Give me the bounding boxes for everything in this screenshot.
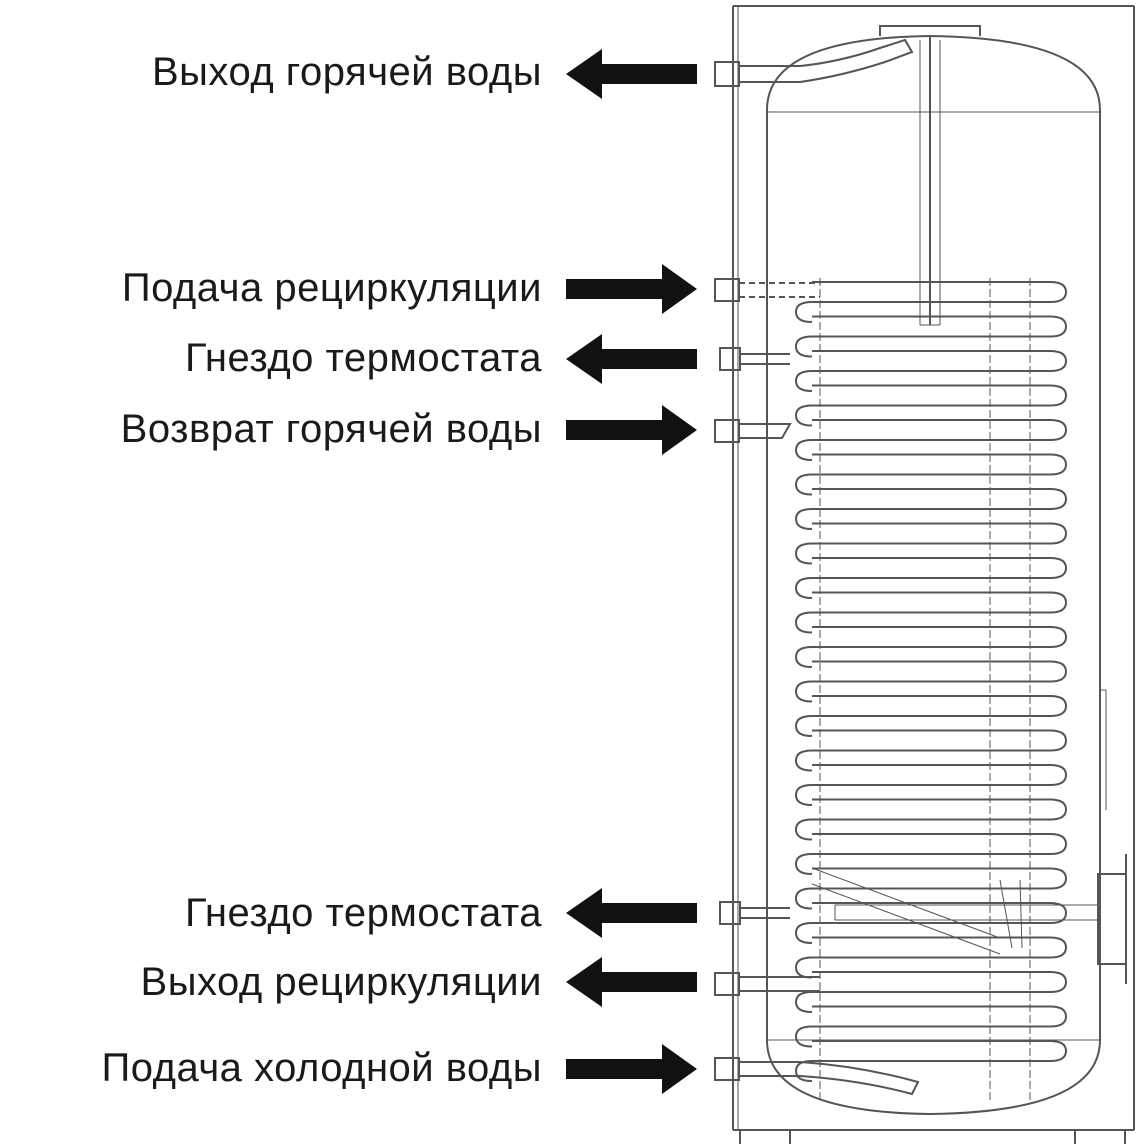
coil-loop bbox=[794, 384, 1068, 427]
coil-loop bbox=[794, 281, 1068, 323]
arrow-thermostat-socket-lower bbox=[566, 888, 697, 938]
arrows-group bbox=[566, 49, 697, 1094]
arrow-recirculation-outlet bbox=[566, 957, 697, 1007]
coil-loop bbox=[794, 1040, 1068, 1082]
arrow-recirculation-supply bbox=[566, 264, 697, 314]
heat-exchanger-coil bbox=[794, 278, 1068, 1100]
label-thermostat-socket-upper: Гнездо термостата bbox=[185, 336, 542, 380]
coil-loop bbox=[794, 315, 1068, 358]
coil-loop bbox=[794, 764, 1068, 806]
coil-loop bbox=[794, 729, 1068, 772]
coil-loop bbox=[794, 971, 1068, 1013]
coil-loop bbox=[794, 1005, 1068, 1048]
label-hot-water-outlet: Выход горячей воды bbox=[151, 50, 542, 94]
label-thermostat-socket-lower: Гнездо термостата bbox=[185, 891, 542, 935]
outer-casing bbox=[732, 5, 1135, 1131]
label-recirculation-outlet: Выход рециркуляции bbox=[140, 960, 542, 1004]
arrow-cold-water-supply bbox=[566, 1044, 697, 1094]
label-hot-water-return: Возврат горячей воды bbox=[120, 407, 542, 451]
coil-loop bbox=[794, 557, 1068, 599]
coil-loop bbox=[794, 833, 1068, 875]
label-recirculation-supply: Подача рециркуляции bbox=[121, 266, 542, 310]
coil-loop bbox=[794, 798, 1068, 841]
label-cold-water-supply: Подача холодной воды bbox=[101, 1046, 542, 1090]
coil-loop bbox=[794, 419, 1068, 461]
arrow-hot-water-return bbox=[566, 405, 697, 455]
coil-loop bbox=[794, 591, 1068, 634]
arrow-hot-water-outlet bbox=[566, 49, 697, 99]
coil-loop bbox=[794, 488, 1068, 530]
coil-loop bbox=[794, 626, 1068, 668]
coil-loop bbox=[794, 867, 1068, 910]
coil-loop bbox=[794, 936, 1068, 979]
coil-loop bbox=[794, 522, 1068, 565]
coil-loop bbox=[794, 350, 1068, 392]
coil-loop bbox=[794, 902, 1068, 944]
coil-loop bbox=[794, 453, 1068, 496]
coil-loop bbox=[794, 695, 1068, 737]
coil-loop bbox=[794, 660, 1068, 703]
arrow-thermostat-socket-upper bbox=[566, 334, 697, 384]
